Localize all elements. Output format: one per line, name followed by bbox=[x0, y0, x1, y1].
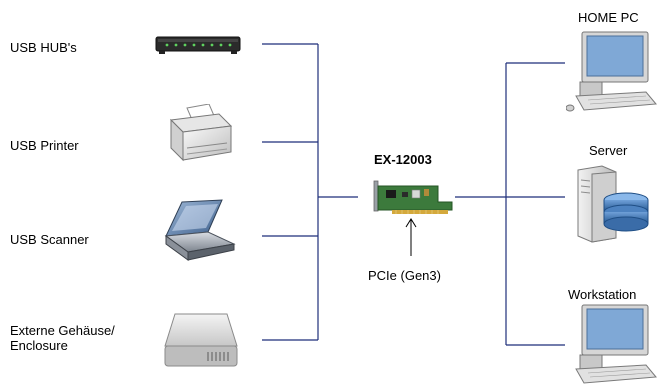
external-enclosure-label-line2: Enclosure bbox=[10, 338, 68, 353]
home-pc-label: HOME PC bbox=[578, 10, 639, 25]
pcie-arrow bbox=[405, 218, 417, 256]
product-title: EX-12003 bbox=[374, 152, 432, 167]
pcie-card-icon bbox=[373, 180, 453, 214]
workstation-label: Workstation bbox=[568, 287, 637, 302]
external-drive-icon bbox=[164, 313, 238, 367]
server-icon bbox=[577, 165, 649, 243]
workstation-icon bbox=[575, 304, 657, 384]
scanner-icon bbox=[164, 199, 236, 261]
server-label: Server bbox=[589, 143, 628, 158]
usb-hub-icon bbox=[155, 36, 241, 54]
external-enclosure-label: Externe Gehäuse/ Enclosure bbox=[10, 323, 115, 353]
external-enclosure-label-line1: Externe Gehäuse/ bbox=[10, 323, 115, 338]
printer-icon bbox=[169, 104, 233, 162]
usb-hub-label: USB HUB's bbox=[10, 40, 77, 55]
usb-printer-label: USB Printer bbox=[10, 138, 79, 153]
desktop-pc-icon bbox=[566, 31, 657, 112]
usb-scanner-label: USB Scanner bbox=[10, 232, 89, 247]
pcie-interface-label: PCIe (Gen3) bbox=[368, 268, 441, 283]
